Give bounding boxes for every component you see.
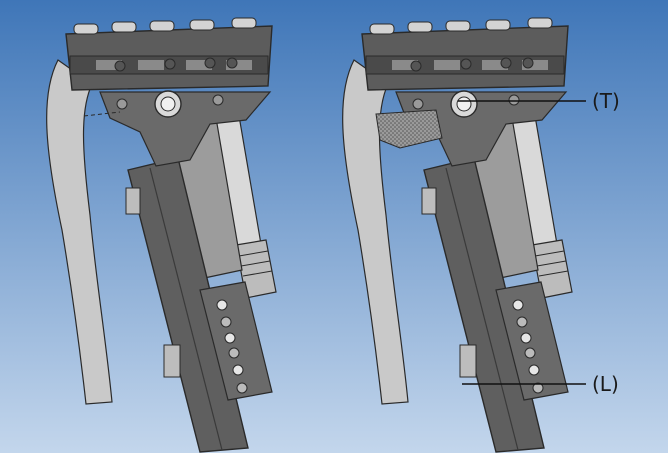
dotted-pad: [375, 109, 443, 149]
dashed-reference-line: [83, 111, 121, 117]
left-mechanism: [45, 17, 277, 453]
callout-label-top: (T): [592, 89, 620, 113]
right-mechanism: [341, 17, 573, 453]
callout-label-lower: (L): [592, 372, 619, 396]
